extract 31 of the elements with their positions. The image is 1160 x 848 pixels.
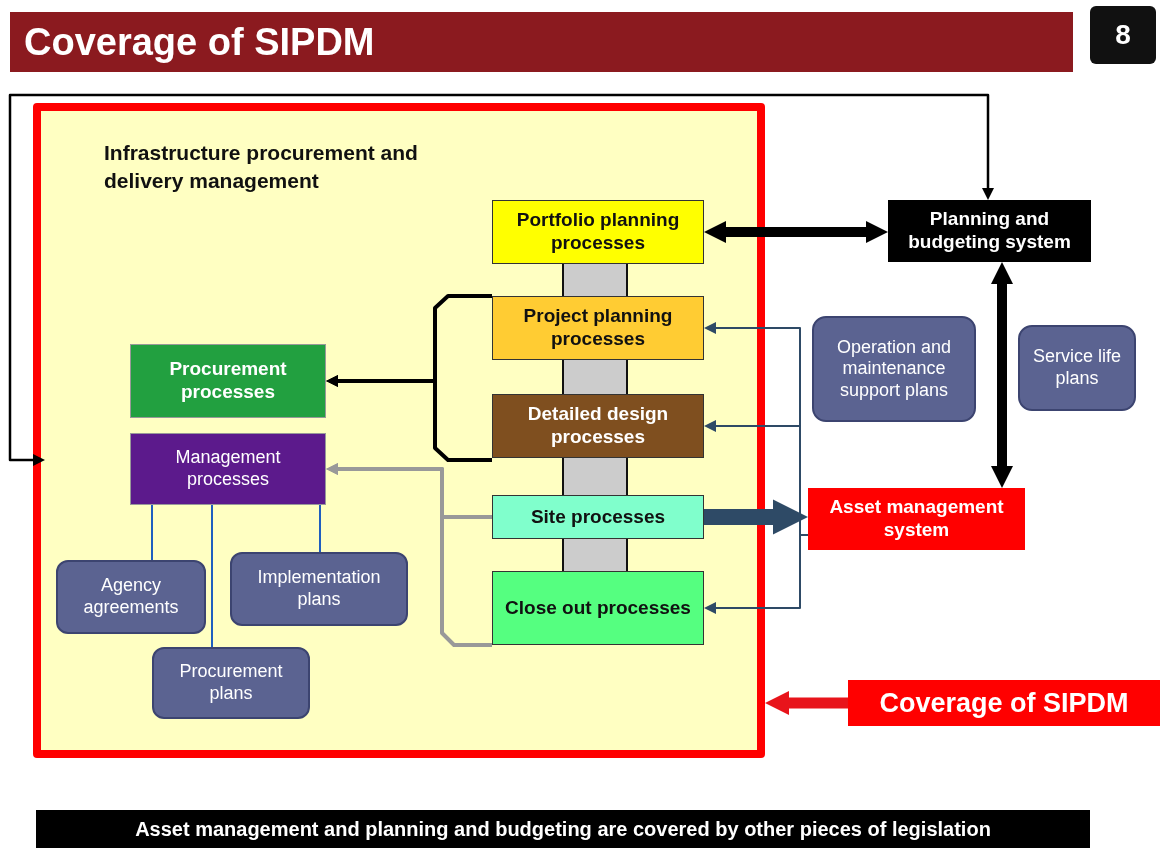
plan-box: Implementation plans <box>230 552 408 626</box>
arrow <box>704 499 808 535</box>
label-box: Coverage of SIPDM <box>848 680 1160 726</box>
connector-bar <box>562 264 628 296</box>
connector-bar <box>562 360 628 394</box>
process-box: Detailed design processes <box>492 394 704 458</box>
process-box: Project planning processes <box>492 296 704 360</box>
connector-bar <box>562 539 628 571</box>
plan-box: Service life plans <box>1018 325 1136 411</box>
plan-box: Procurement plans <box>152 647 310 719</box>
system-box: Planning and budgeting system <box>888 200 1091 262</box>
process-box: Site processes <box>492 495 704 539</box>
system-box: Asset management system <box>808 488 1025 550</box>
arrow <box>991 262 1013 488</box>
plan-box: Agency agreements <box>56 560 206 634</box>
arrow <box>765 690 848 716</box>
arrow <box>326 463 492 647</box>
process-box: Portfolio planning processes <box>492 200 704 264</box>
title: Coverage of SIPDM <box>24 20 375 64</box>
arrow <box>8 93 994 466</box>
plan-box: Operation and maintenance support plans <box>812 316 976 422</box>
process-box: Procurement processes <box>130 344 326 418</box>
frame-heading: Infrastructure procurement and delivery management <box>104 140 419 195</box>
coverage-frame <box>33 103 765 758</box>
arrow <box>326 375 492 462</box>
connector-bar <box>562 458 628 495</box>
process-box: Management processes <box>130 433 326 505</box>
arrow <box>704 221 888 243</box>
process-box: Close out processes <box>492 571 704 645</box>
page-number: 8 <box>1090 6 1156 64</box>
caption: Asset management and planning and budgeting are covered by other pieces of legislation <box>135 817 991 841</box>
